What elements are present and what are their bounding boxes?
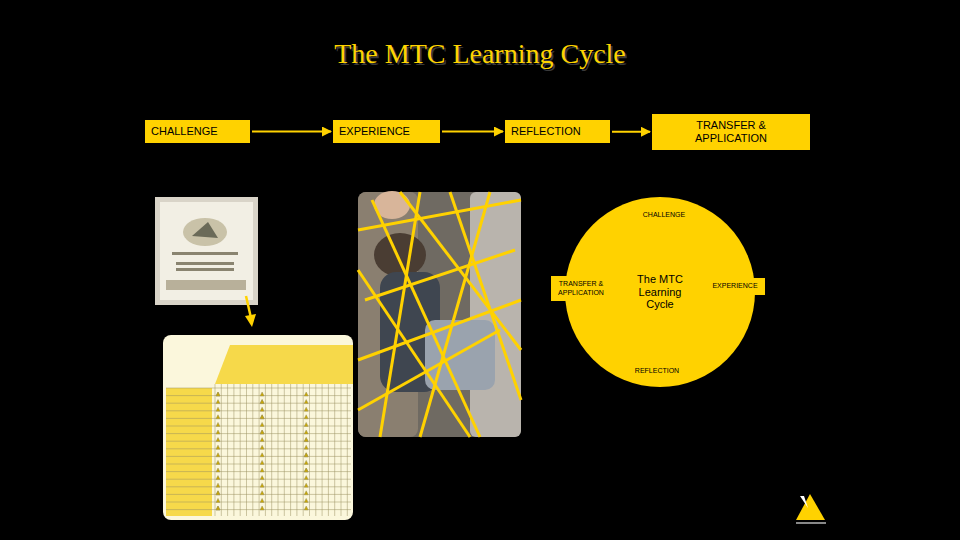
leader-arrow (246, 296, 251, 318)
flow-arrow (612, 131, 650, 133)
node-text: REFLECTION (635, 367, 679, 375)
manual-photo (155, 197, 258, 305)
node-text: CHALLENGE (643, 211, 685, 219)
logo-ground (790, 488, 830, 526)
manual-line (176, 262, 234, 265)
step-box: REFLECTION (505, 120, 610, 143)
node-text: TRANSFER & APPLICATION (681, 119, 781, 144)
logo-triangle (796, 494, 825, 520)
table-sheet (163, 335, 353, 520)
photo-ropes (358, 192, 521, 437)
step-box: EXPERIENCE (333, 120, 440, 143)
activity-table (163, 335, 353, 520)
logo (790, 488, 830, 526)
flow-arrow (252, 131, 331, 133)
node-text: REFLECTION (511, 125, 581, 138)
manual-page (160, 202, 253, 300)
cycle-step-box: REFLECTION (624, 363, 690, 380)
node-text: CHALLENGE (151, 125, 218, 138)
step-box: TRANSFER & APPLICATION (652, 114, 810, 150)
node-text: The MTC Learning Cycle (629, 273, 691, 311)
leader-arrow-head (245, 314, 256, 327)
rope-photo (358, 191, 521, 437)
node-text: TRANSFER & APPLICATION (557, 280, 605, 296)
table-rows (166, 388, 212, 516)
manual-bird (192, 222, 218, 238)
step-box: CHALLENGE (145, 120, 250, 143)
manual-cover (155, 197, 258, 305)
cycle-step-box: EXPERIENCE (705, 278, 765, 295)
node-text: EXPERIENCE (712, 282, 757, 290)
table-header (215, 345, 353, 384)
node-text: EXPERIENCE (339, 125, 410, 138)
photo-ground (358, 192, 521, 437)
logo-mark (800, 496, 808, 508)
slide-title: The MTC Learning Cycle (0, 38, 960, 70)
photo-head (374, 233, 426, 277)
flow-arrow (442, 131, 503, 133)
cycle-step-box: TRANSFER & APPLICATION (551, 276, 611, 301)
cycle-step-box: CHALLENGE (628, 207, 700, 224)
manual-line (172, 252, 238, 255)
table-grid (166, 384, 351, 516)
logo-text-bar (796, 522, 826, 524)
manual-strip (166, 280, 246, 290)
manual-logo (183, 218, 227, 246)
manual-line (176, 268, 234, 271)
